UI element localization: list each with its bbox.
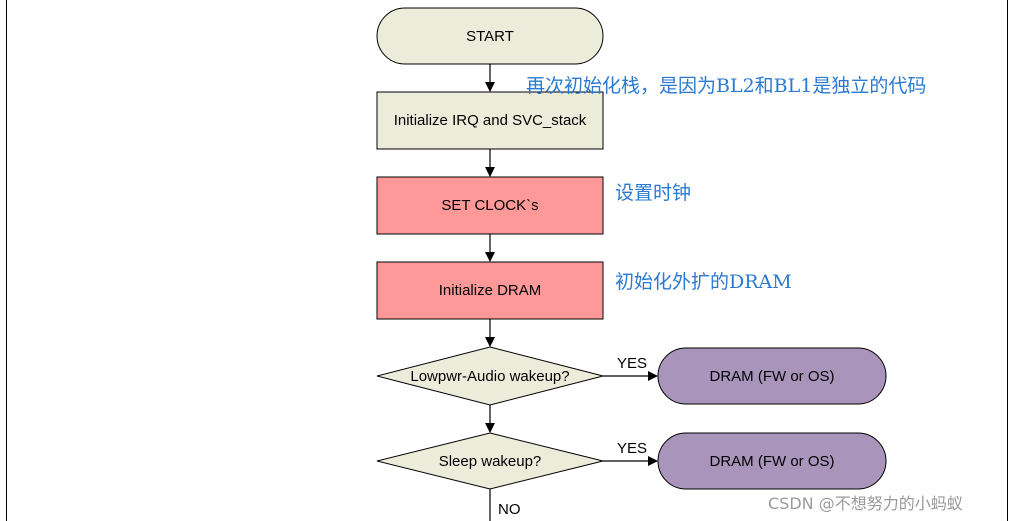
dram-terminal-1	[657, 347, 887, 405]
lowpwr-audio-label: Lowpwr-Audio wakeup?	[410, 367, 570, 385]
annotation-set-clock: 设置时钟	[615, 182, 692, 204]
watermark: CSDN @不想努力的小蚂蚁	[768, 494, 963, 513]
init-irq-label: Initialize IRQ and SVC_stack	[393, 112, 587, 129]
sleep-wakeup-label: Sleep wakeup?	[438, 452, 542, 470]
yes-label-1: YES	[617, 355, 648, 372]
no-label: NO	[498, 501, 521, 518]
yes-label-2: YES	[617, 440, 648, 457]
annotation-init-dram: 初始化外扩的DRAM	[615, 271, 792, 293]
init-dram-box	[376, 261, 604, 320]
start-label: START	[466, 27, 514, 45]
init-dram-label: Initialize DRAM	[438, 282, 542, 299]
diagram-frame	[6, 0, 1008, 521]
dram-terminal-2-label: DRAM (FW or OS)	[709, 452, 835, 470]
set-clock-label: SET CLOCK`s	[441, 197, 539, 214]
annotation-reinit-stack: 再次初始化栈，是因为BL2和BL1是独立的代码	[526, 75, 927, 97]
init-irq-box	[376, 91, 604, 150]
set-clock-box	[376, 176, 604, 235]
dram-terminal-2	[657, 432, 887, 490]
dram-terminal-1-label: DRAM (FW or OS)	[709, 367, 835, 385]
